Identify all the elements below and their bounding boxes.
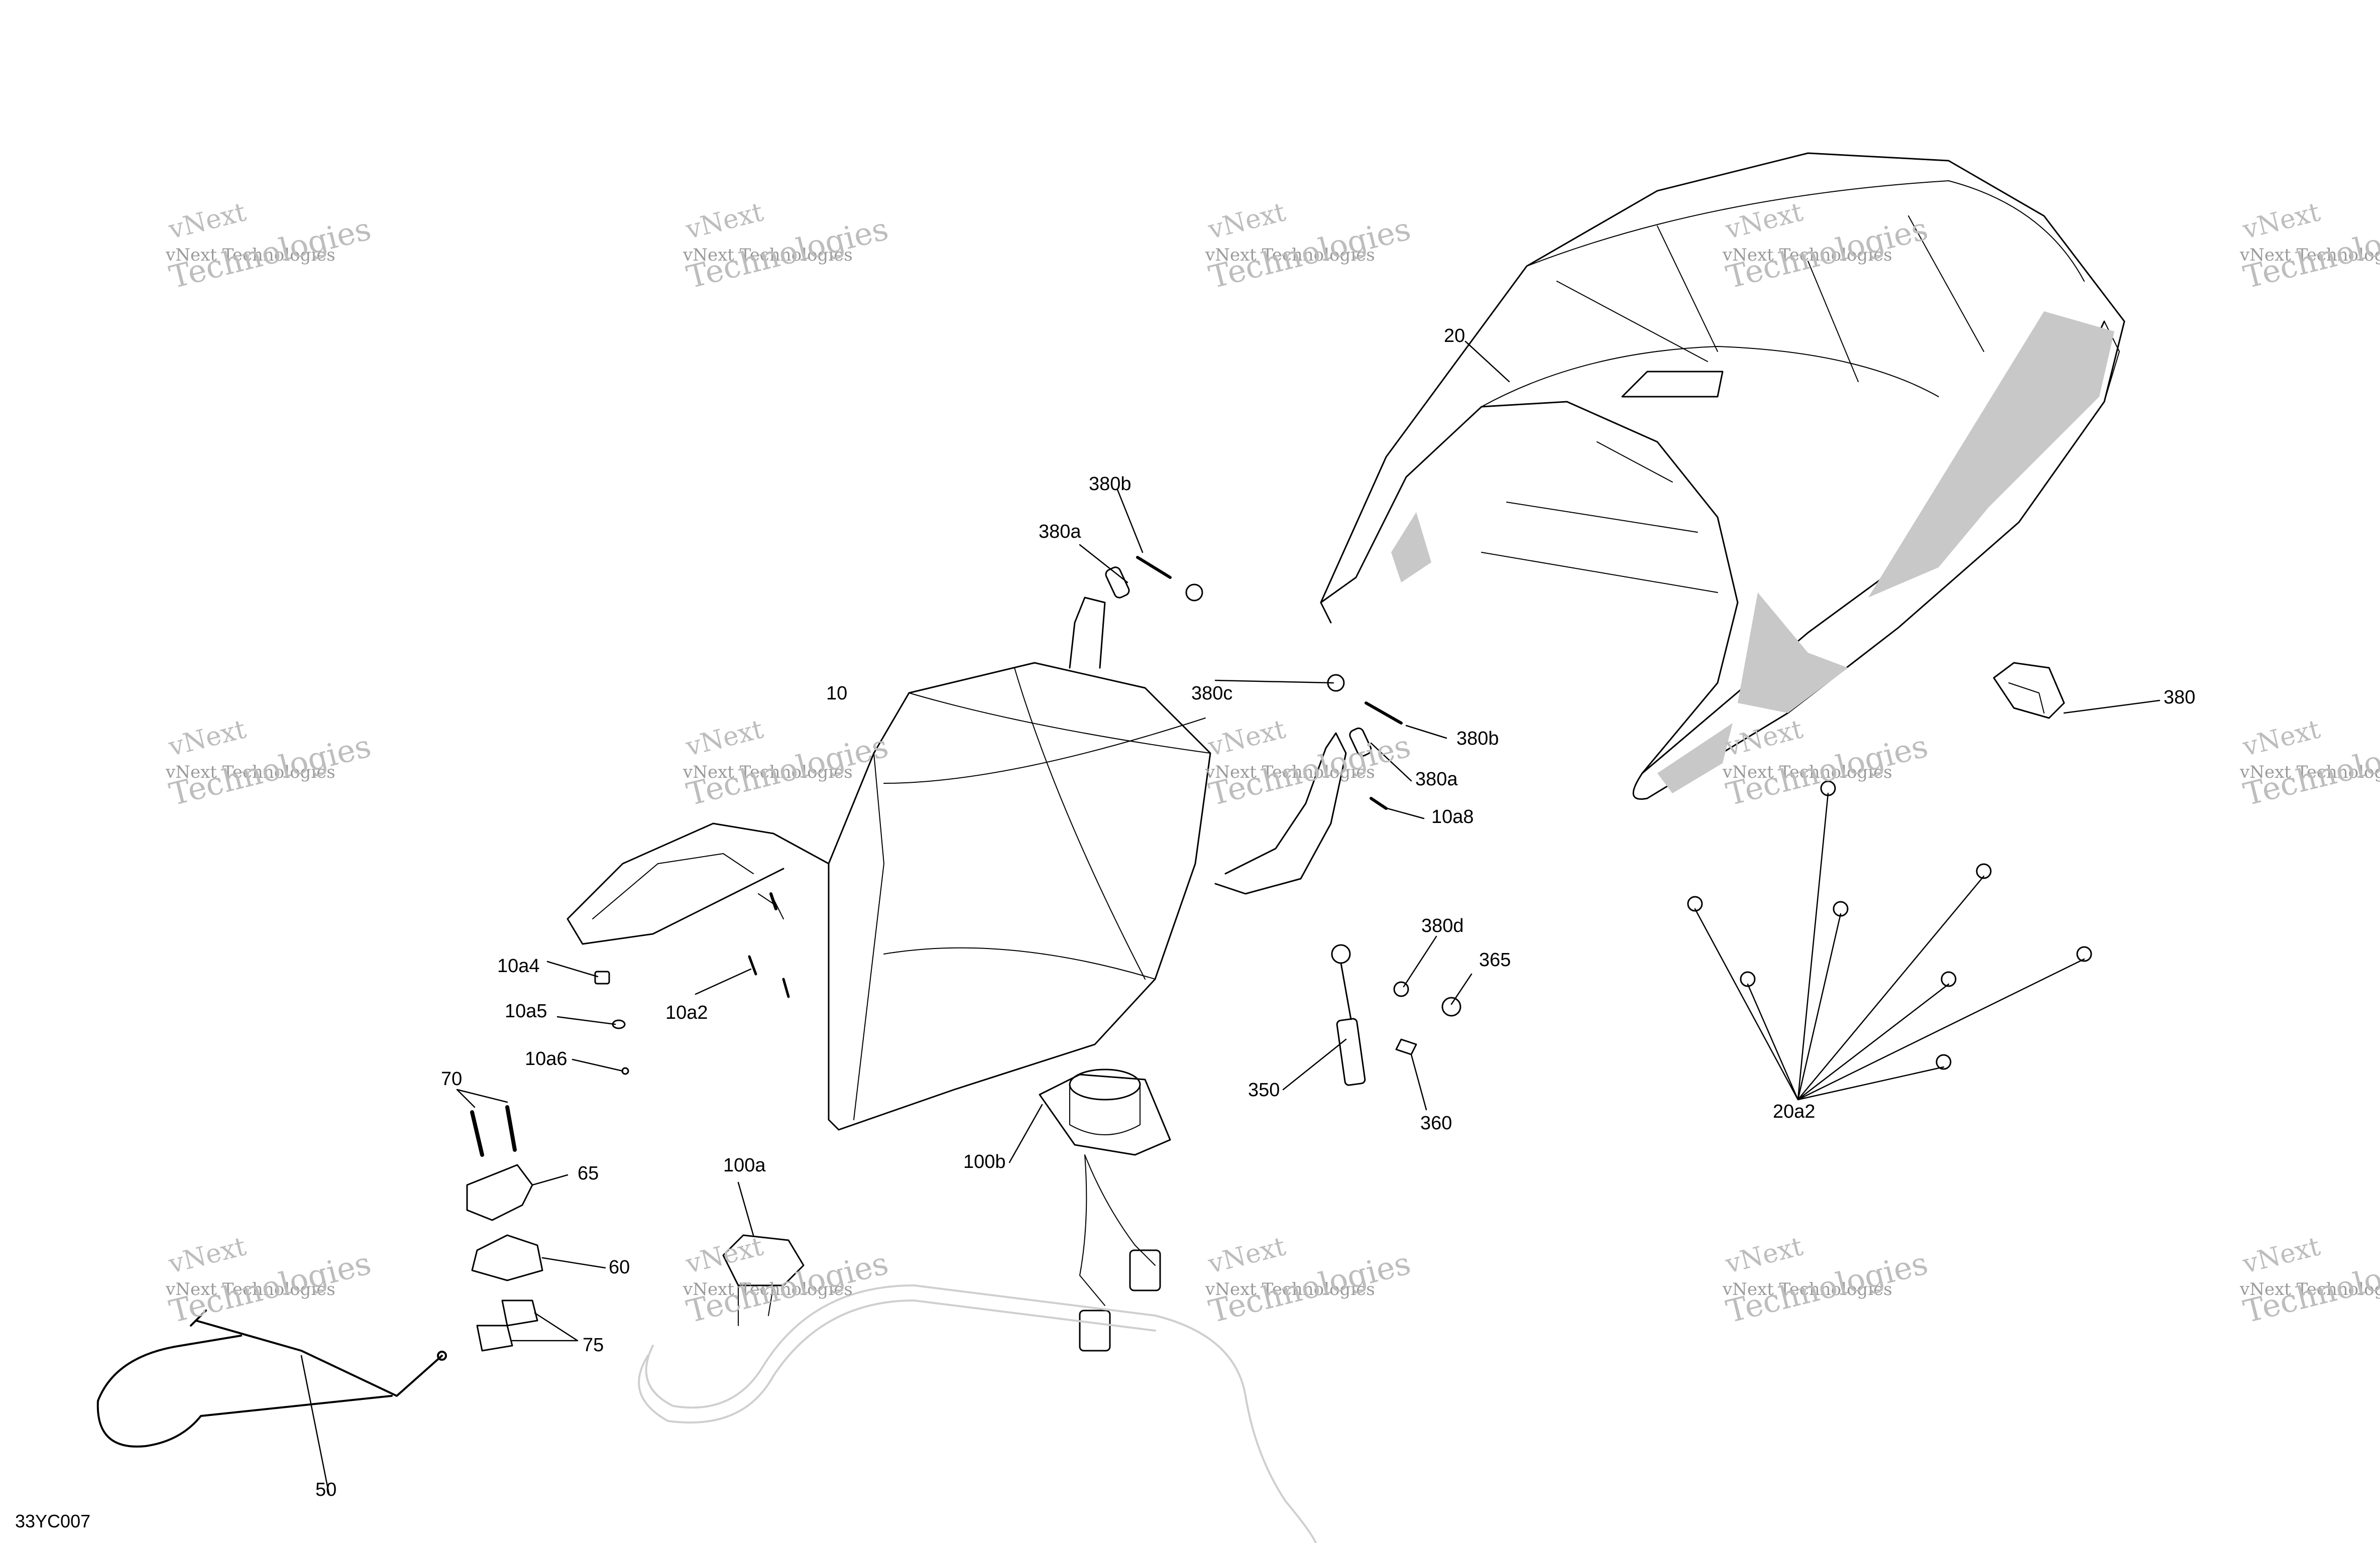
callout-10a6[interactable]: 10a6 — [525, 1048, 568, 1070]
callout-60[interactable]: 60 — [609, 1257, 630, 1278]
latch-380-drawing — [1993, 662, 2065, 719]
callout-70[interactable]: 70 — [441, 1069, 463, 1090]
callout-10a4[interactable]: 10a4 — [497, 956, 540, 977]
callout-65[interactable]: 65 — [578, 1163, 599, 1184]
hardware-380-mid — [1349, 701, 1403, 810]
callout-380b-top[interactable]: 380b — [1089, 473, 1131, 495]
hardware-380-top — [1105, 556, 1345, 692]
callout-350[interactable]: 350 — [1248, 1080, 1280, 1101]
callout-360[interactable]: 360 — [1420, 1113, 1452, 1134]
callout-365[interactable]: 365 — [1479, 949, 1511, 971]
fasteners-10a-drawing — [594, 892, 790, 1075]
callout-20[interactable]: 20 — [1444, 325, 1465, 346]
seat-10-drawing — [566, 597, 1347, 1131]
callout-10[interactable]: 10 — [826, 683, 848, 704]
callout-380b-mid[interactable]: 380b — [1456, 728, 1499, 749]
leader-lines — [300, 340, 2161, 1495]
seat-20-drawing — [1320, 152, 2125, 800]
callout-10a2[interactable]: 10a2 — [665, 1002, 708, 1023]
cable-50-drawing — [96, 1310, 447, 1448]
module-100a-drawing — [722, 1234, 805, 1326]
callout-10a8[interactable]: 10a8 — [1431, 806, 1474, 827]
callout-380d[interactable]: 380d — [1421, 915, 1464, 936]
callout-100b[interactable]: 100b — [963, 1151, 1006, 1172]
callout-380a-top[interactable]: 380a — [1039, 521, 1081, 542]
callout-380[interactable]: 380 — [2164, 687, 2196, 708]
ghost-harness — [638, 1284, 1317, 1543]
gas-strut-350-drawing — [1331, 944, 1461, 1086]
grommets-20a2-drawing — [1687, 780, 2092, 1070]
module-100b-drawing — [1039, 1069, 1171, 1352]
callout-75[interactable]: 75 — [583, 1335, 604, 1356]
brackets-left-drawing — [466, 1105, 543, 1352]
callout-10a5[interactable]: 10a5 — [505, 1001, 547, 1022]
callout-100a[interactable]: 100a — [723, 1155, 766, 1176]
callout-380c[interactable]: 380c — [1191, 683, 1233, 704]
callout-20a2[interactable]: 20a2 — [1773, 1101, 1816, 1122]
callout-380a-mid[interactable]: 380a — [1415, 769, 1458, 790]
diagram-code: 33YC007 — [15, 1511, 91, 1531]
callout-50[interactable]: 50 — [315, 1479, 337, 1500]
